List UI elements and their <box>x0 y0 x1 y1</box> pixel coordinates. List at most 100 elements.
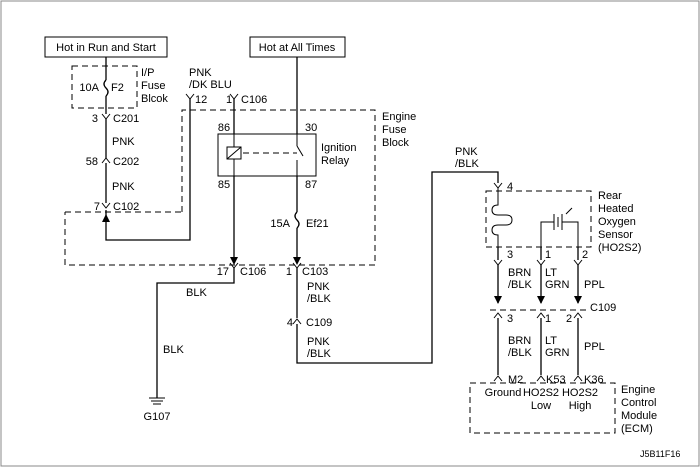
wire-ppl-label-upper: PPL <box>584 279 605 291</box>
c202-label: C202 <box>113 156 139 168</box>
ecm-label-4: (ECM) <box>621 423 653 435</box>
ecm-label-1: Engine <box>621 384 655 396</box>
wire-pnk-dkblu-label-1: PNK <box>189 67 212 79</box>
arrow-brn <box>494 296 502 304</box>
c109-left-pin: 4 <box>287 317 293 329</box>
fuse-f2-symbol <box>103 79 109 97</box>
ecm-pin-k36: K36 <box>584 374 604 386</box>
c109-pin2: 2 <box>566 313 572 325</box>
c103-pin: 1 <box>286 266 292 278</box>
wire-brn-label-upper-2: /BLK <box>508 279 533 291</box>
ip-fuse-id: F2 <box>111 82 124 94</box>
c102-label: C102 <box>113 201 139 213</box>
ecm-ho2s2-high-2: High <box>569 400 592 412</box>
sensor-pin1: 1 <box>545 249 551 261</box>
wire-pnk-dkblu <box>105 108 191 241</box>
relay-coil-slash <box>226 146 242 160</box>
ground-id: G107 <box>144 411 171 423</box>
ecm-conn-k36 <box>573 375 583 382</box>
wire-pnk-blk-label-upper-2: /BLK <box>307 293 332 305</box>
wire-pnk-blk-lower <box>296 171 499 364</box>
c106-bottom-pin: 17 <box>217 266 229 278</box>
engine-fuse-rating: 15A <box>270 218 290 230</box>
relay-label-1: Ignition <box>321 142 356 154</box>
sensor-pin4-connector <box>493 182 503 189</box>
ip-fuse-block-label-1: I/P <box>141 67 154 79</box>
wire-lt-label-upper-1: LT <box>545 267 557 279</box>
source-all-times: Hot at All Times <box>249 36 346 58</box>
wire-lt-label-lower-2: GRN <box>545 347 570 359</box>
engine-fuse-block-label-1: Engine <box>382 111 416 123</box>
connector-c202-symbol <box>101 157 111 164</box>
c109-conn-2 <box>573 312 583 319</box>
wire-pnk-dkblu-label-2: /DK BLU <box>189 79 232 91</box>
c202-pin: 58 <box>86 156 98 168</box>
wire-ppl-label-lower: PPL <box>584 341 605 353</box>
figure-code: J5B11F16 <box>640 449 680 459</box>
ecm-label-2: Control <box>621 397 656 409</box>
wire-blk-label-lower: BLK <box>163 344 184 356</box>
c109-left-label: C109 <box>306 317 332 329</box>
wire-pnk-blk-label-right-1: PNK <box>455 146 478 158</box>
sensor-label-2: Heated <box>598 203 633 215</box>
relay-pin-85: 85 <box>218 179 230 191</box>
connector-c106-top-left <box>185 93 195 100</box>
ecm-label-3: Module <box>621 410 657 422</box>
sensor-conn-1 <box>536 259 546 266</box>
c106-top-label: C106 <box>241 94 267 106</box>
wire-arrow-c103 <box>293 257 301 265</box>
relay-pin-30: 30 <box>305 122 317 134</box>
relay-label-2: Relay <box>321 155 350 167</box>
ecm-conn-k53 <box>536 375 546 382</box>
heater-element <box>491 188 513 247</box>
sensor-pin2: 2 <box>582 249 588 261</box>
c201-pin: 3 <box>92 113 98 125</box>
ground-symbol <box>149 397 165 405</box>
ecm-ho2s2-low-2: Low <box>531 400 551 412</box>
c102-pin: 7 <box>94 201 100 213</box>
ecm-pin-m2: M2 <box>508 374 523 386</box>
arrow-ltgrn <box>537 296 545 304</box>
source-all-times-label: Hot at All Times <box>259 42 336 54</box>
sensor-label-5: (HO2S2) <box>598 242 641 254</box>
source-run-start: Hot in Run and Start <box>44 36 168 58</box>
wire-arrow-c106 <box>230 257 238 265</box>
sensor-label-4: Sensor <box>598 229 633 241</box>
ecm-ho2s2-low-1: HO2S2 <box>523 387 559 399</box>
wire-pnk-blk-label-lower-2: /BLK <box>307 348 332 360</box>
ip-fuse-block-label-3: Blcok <box>141 93 168 105</box>
c109-conn-3 <box>493 312 503 319</box>
c109-right-label: C109 <box>590 302 616 314</box>
sensor-label-1: Rear <box>598 190 622 202</box>
c103-label: C103 <box>302 266 328 278</box>
ecm-ho2s2-high-1: HO2S2 <box>562 387 598 399</box>
ecm-conn-m2 <box>493 375 503 382</box>
sensor-label-3: Oxygen <box>598 216 636 228</box>
wire-brn-label-lower-1: BRN <box>508 335 531 347</box>
ecm-ground-label: Ground <box>485 387 522 399</box>
wire-pnk-label-upper: PNK <box>112 136 135 148</box>
sensor-cell-leads <box>540 221 579 247</box>
engine-fuse-block-label-3: Block <box>382 137 409 149</box>
connector-c201-symbol <box>101 113 111 120</box>
connector-c109-left <box>292 318 302 325</box>
engine-fuse-block-box <box>64 109 376 266</box>
wire-pnk-blk-label-right-2: /BLK <box>455 158 480 170</box>
ip-fuse-block-box <box>71 65 138 109</box>
c201-label: C201 <box>113 113 139 125</box>
sensor-conn-2 <box>573 259 583 266</box>
c109-conn-1 <box>536 312 546 319</box>
ip-fuse-rating: 10A <box>79 82 99 94</box>
ecm-pin-k53: K53 <box>546 374 566 386</box>
engine-fuse-id: Ef21 <box>306 218 329 230</box>
engine-fuse-block-label-2: Fuse <box>382 124 406 136</box>
sensor-cell-symbol <box>553 214 563 230</box>
source-run-start-label: Hot in Run and Start <box>56 42 156 54</box>
wire-pnk-blk-label-lower-1: PNK <box>307 336 330 348</box>
fuse-ef21-symbol <box>294 211 300 229</box>
ip-fuse-block-label-2: Fuse <box>141 80 165 92</box>
wire-blk-ground <box>156 268 235 398</box>
c106-top-pin-12: 12 <box>195 94 207 106</box>
